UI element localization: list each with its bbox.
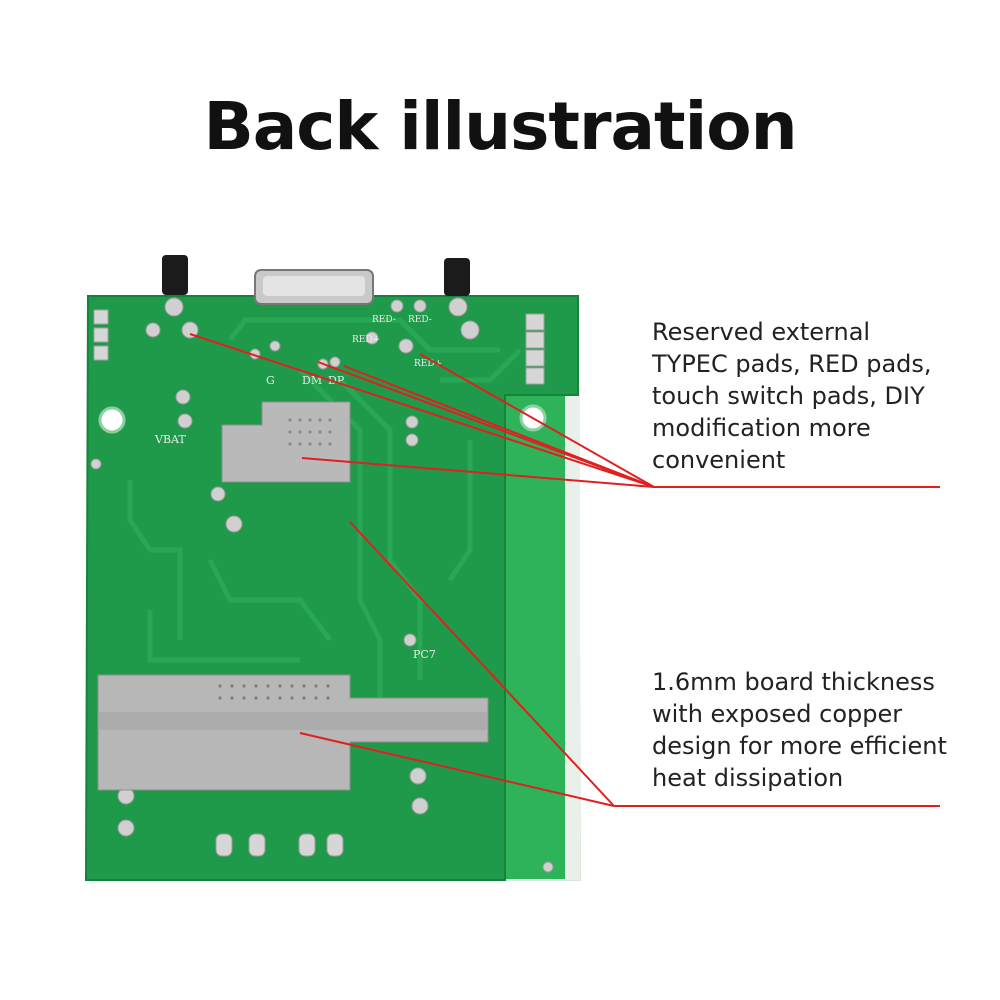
silk-label-vbat: VBAT: [154, 433, 186, 446]
exposed-copper-upper: [221, 401, 351, 483]
callout-board-thickness: 1.6mm board thickness with exposed coppe…: [652, 668, 947, 792]
silk-label-dm: DM: [302, 374, 322, 387]
switch-right: [444, 258, 470, 296]
exposed-copper-lower: [97, 674, 489, 791]
silk-label-red-plus: RED+: [352, 335, 380, 345]
callout-lines: [189, 333, 940, 807]
pcb-right-strip: [565, 390, 580, 880]
mount-hole-left: [98, 406, 126, 434]
copper-dots-lower: [218, 684, 330, 700]
switch-left: [162, 255, 188, 295]
pin-header-right: [525, 313, 545, 385]
silk-label-pc7: PC7: [413, 648, 436, 661]
silk-label-red-plus-2: RED+: [414, 359, 442, 369]
copper-dots-upper: [288, 418, 332, 446]
page-title: Back illustration: [203, 88, 797, 165]
callout-reserved-pads: Reserved external TYPEC pads, RED pads, …: [652, 318, 932, 474]
pcb-vias: [90, 297, 554, 873]
silk-label-red-minus-1: RED-: [372, 315, 396, 325]
pin-header-left: [93, 309, 109, 361]
bottom-pads: [215, 833, 344, 857]
silk-label-g: G: [266, 374, 275, 387]
silk-label-red-minus-2: RED-: [408, 315, 432, 325]
